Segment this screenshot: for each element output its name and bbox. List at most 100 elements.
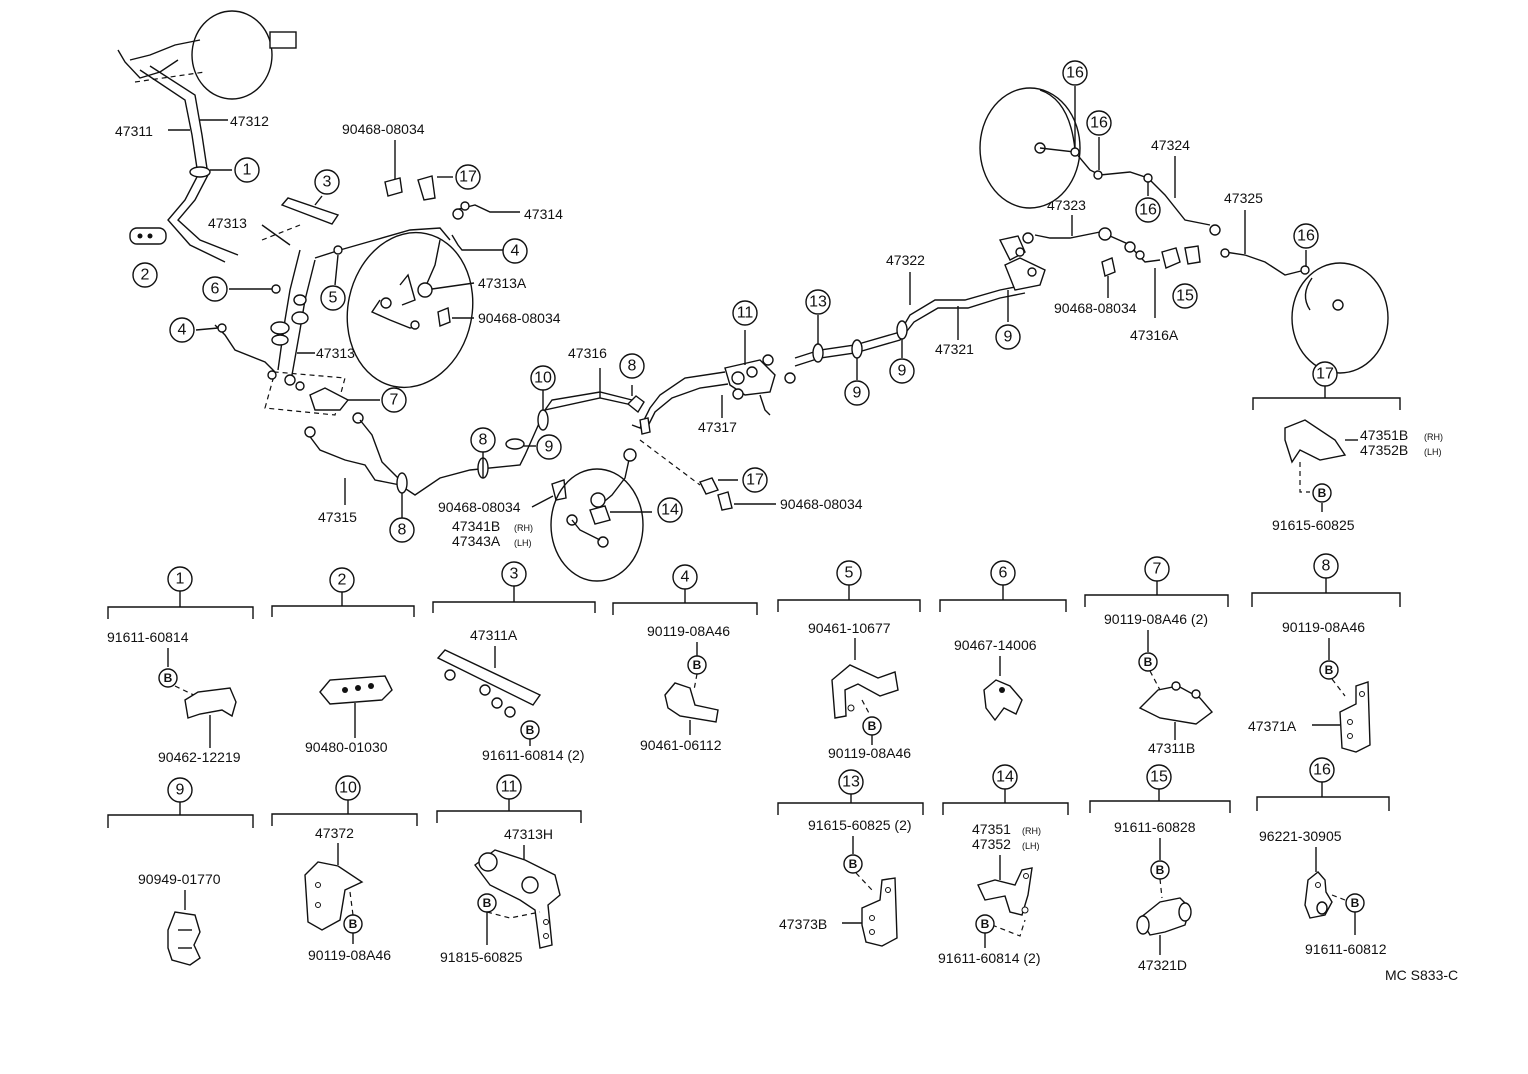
- svg-text:17: 17: [746, 472, 764, 489]
- label-90468-mid: 90468-08034: [478, 310, 561, 326]
- label-47372: 47372: [315, 825, 354, 841]
- callout-9b: 9: [844, 380, 870, 406]
- callout-9a: 9: [536, 434, 562, 460]
- label-90468-low-right: 90468-08034: [780, 496, 863, 512]
- line-47311: [139, 69, 226, 263]
- label-47352B: 47352B: [1360, 442, 1408, 458]
- svg-text:2: 2: [338, 572, 347, 589]
- svg-text:13: 13: [809, 294, 827, 311]
- callout-17c: 17: [1312, 361, 1338, 387]
- svg-text:1: 1: [243, 162, 252, 179]
- label-91615-top-right: 91615-60825: [1272, 517, 1355, 533]
- detail-6: 6 90467-14006: [939, 560, 1067, 722]
- callout-8c: 8: [389, 517, 415, 543]
- callout-8a: 8: [619, 353, 645, 379]
- svg-text:10: 10: [339, 780, 357, 797]
- svg-text:8: 8: [628, 358, 637, 375]
- label-47351: 47351: [972, 821, 1011, 837]
- svg-text:B: B: [849, 857, 858, 871]
- svg-text:13: 13: [842, 774, 860, 791]
- label-lh-b: (LH): [1424, 447, 1442, 457]
- svg-text:17: 17: [459, 169, 477, 186]
- line-47315: [304, 397, 633, 496]
- label-47311B: 47311B: [1148, 740, 1195, 756]
- callout-15a: 15: [1172, 283, 1198, 309]
- label-90119-08A46-2: 90119-08A46 (2): [1104, 611, 1208, 627]
- callout-2: 2: [132, 262, 158, 288]
- detail-8: 8 90119-08A46 B 47371A: [1248, 553, 1401, 753]
- svg-text:14: 14: [661, 502, 679, 519]
- upper-assembly: 47311 47312 90468-08034 47313 47313: [115, 10, 1443, 582]
- svg-text:9: 9: [545, 439, 554, 456]
- label-47316A: 47316A: [1130, 327, 1179, 343]
- label-47373B: 47373B: [779, 916, 827, 932]
- callout-7: 7: [381, 387, 407, 413]
- detail-9: 9 90949-01770: [107, 777, 254, 966]
- label-90468-low-left: 90468-08034: [438, 499, 521, 515]
- label-90461-06112: 90461-06112: [640, 737, 722, 753]
- svg-text:6: 6: [999, 565, 1008, 582]
- callout-11a: 11: [732, 300, 758, 326]
- detail-row-1: 1 91611-60814 B 90462-12219 2 90480-0103…: [107, 553, 1401, 765]
- b-marker: B: [1312, 483, 1332, 503]
- callout-13a: 13: [805, 289, 831, 315]
- detail-1: 1 91611-60814 B 90462-12219: [107, 566, 254, 765]
- svg-text:16: 16: [1066, 65, 1084, 82]
- detail-14: 14 47351 (RH) 47352 (LH) B 91611-60814 (…: [938, 764, 1069, 966]
- detail-row-2: 9 90949-01770 10 47372 B 90119-08A46: [107, 757, 1390, 973]
- svg-text:15: 15: [1150, 769, 1168, 786]
- label-90468-right: 90468-08034: [1054, 300, 1137, 316]
- callout-9c: 9: [889, 358, 915, 384]
- label-47321: 47321: [935, 341, 974, 357]
- label-91611-60814-2b: 91611-60814 (2): [938, 950, 1040, 966]
- label-90461-10677: 90461-10677: [808, 620, 891, 636]
- label-47322: 47322: [886, 252, 925, 268]
- label-rh-b: (RH): [1424, 432, 1443, 442]
- svg-text:6: 6: [211, 281, 220, 298]
- svg-text:1: 1: [176, 571, 185, 588]
- callout-4b: 4: [169, 317, 195, 343]
- detail-10: 10 47372 B 90119-08A46: [271, 775, 418, 963]
- label-lh-c: (LH): [1022, 841, 1040, 851]
- detail-16: 16 96221-30905 B 91611-60812: [1256, 757, 1390, 957]
- detail-15: 15 91611-60828 B 47321D: [1089, 764, 1231, 973]
- label-91611-60814-2: 91611-60814 (2): [482, 747, 584, 763]
- master-cylinder-booster: [117, 10, 297, 100]
- detail-13: 13 91615-60825 (2) B 47373B: [777, 769, 924, 947]
- label-rh-c: (RH): [1022, 826, 1041, 836]
- callout-17b: 17: [742, 467, 768, 493]
- label-90467-14006: 90467-14006: [954, 637, 1037, 653]
- label-47323: 47323: [1047, 197, 1086, 213]
- svg-text:9: 9: [898, 363, 907, 380]
- label-91611-60812: 91611-60812: [1305, 941, 1387, 957]
- svg-text:B: B: [164, 671, 173, 685]
- callout-1: 1: [234, 157, 260, 183]
- svg-text:B: B: [1318, 486, 1327, 500]
- label-47341B: 47341B: [452, 518, 500, 534]
- detail-3: 3 47311A B 91611-60814 (2): [432, 561, 596, 763]
- label-47317: 47317: [698, 419, 737, 435]
- svg-text:4: 4: [681, 569, 690, 586]
- svg-text:16: 16: [1090, 115, 1108, 132]
- callout-4a: 4: [502, 238, 528, 264]
- label-91615-60825-2: 91615-60825 (2): [808, 817, 912, 833]
- detail-11: 11 47313H B 91815-60825: [436, 774, 582, 965]
- detail-7: 7 90119-08A46 (2) B 47311B: [1084, 556, 1229, 756]
- label-47352: 47352: [972, 836, 1011, 852]
- callout-5: 5: [320, 285, 346, 311]
- svg-text:3: 3: [323, 174, 332, 191]
- label-rh-a: (RH): [514, 523, 533, 533]
- svg-text:B: B: [1351, 896, 1360, 910]
- svg-text:B: B: [868, 719, 877, 733]
- label-47371A: 47371A: [1248, 718, 1297, 734]
- label-47312: 47312: [230, 113, 269, 129]
- svg-text:9: 9: [853, 385, 862, 402]
- svg-text:16: 16: [1313, 762, 1331, 779]
- label-47315: 47315: [318, 509, 357, 525]
- svg-text:8: 8: [1322, 558, 1331, 575]
- label-90468-top: 90468-08034: [342, 121, 425, 137]
- callout-14a: 14: [657, 497, 683, 523]
- svg-text:B: B: [483, 896, 492, 910]
- figure-code: MC S833-C: [1385, 967, 1458, 983]
